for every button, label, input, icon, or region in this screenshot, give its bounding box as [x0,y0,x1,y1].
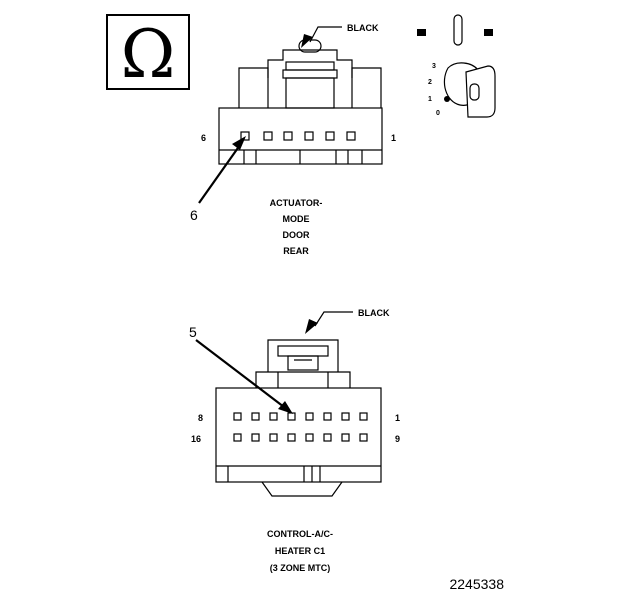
pin-cavity [251,433,260,442]
pin-cavity [240,131,250,141]
ignition-key-icon: 3 2 1 0 [417,14,496,118]
key-position-0: 0 [436,110,440,117]
ohmmeter-symbol: Ω [106,14,190,93]
pin-cavity [233,433,242,442]
pin-cavity [323,433,332,442]
pin-row [240,131,356,141]
connector-color-label: BLACK [347,23,379,33]
callout-arrowhead [232,136,246,150]
connector-body [215,387,382,483]
pin-cavity [341,412,350,421]
caption-line-4: REAR [283,246,309,256]
pin-cavity [283,131,293,141]
ohmmeter-frame [106,14,190,90]
pin-cavity [323,412,332,421]
key-slot-icon [453,14,463,46]
pin-cavity [359,412,368,421]
key-position-2: 2 [428,79,432,86]
latch-base [255,371,351,388]
caption-line-3: DOOR [283,230,311,240]
callout-arrowhead [278,401,293,414]
key-position-3: 3 [432,63,436,70]
row1-pin-right: 1 [395,413,400,423]
pin-cavity [269,412,278,421]
pin-cavity [287,433,296,442]
figure-number: 2245338 [449,576,504,592]
pin-number-left: 6 [201,133,206,143]
pin-cavity [269,433,278,442]
key-hole-icon [469,83,480,101]
caption-line-3: (3 ZONE MTC) [270,563,331,573]
pin-cavity [287,412,296,421]
left-shoulder [238,67,269,108]
key-blade-icon [465,65,496,118]
key-position-dot [444,96,450,102]
color-leader-arrow [301,34,313,48]
pin-cavity [305,412,314,421]
bottom-guide [261,481,343,497]
pin-number-right: 1 [391,133,396,143]
color-leader-line [314,311,353,327]
color-leader-arrow [305,319,318,334]
pin-cavity [305,433,314,442]
connector-color-label: BLACK [358,308,390,318]
pin-cavity [359,433,368,442]
keying-ribs [243,150,363,164]
pin-cavity [304,131,314,141]
latch-housing [267,339,339,372]
callout-arrow-line [195,339,285,408]
caption-line-2: MODE [283,214,310,224]
callout-arrow-line [198,144,241,204]
connector-hvac-control: BLACK [189,308,400,573]
callout-number: 6 [190,207,198,223]
pin-cavity [325,131,335,141]
pin-cavity [341,433,350,442]
off-marker-right [484,29,493,36]
latch-upper [285,61,335,71]
omega-icon: Ω [121,16,176,93]
latch-window [287,355,319,371]
pin-cavity [263,131,273,141]
pin-row-1 [233,412,368,421]
row2-pin-left: 16 [191,434,201,444]
off-marker-left [417,29,426,36]
latch-rail [282,69,338,79]
caption-line-1: CONTROL-A/C- [267,529,333,539]
callout-number: 5 [189,324,197,340]
key-position-1: 1 [428,96,432,103]
row2-pin-right: 9 [395,434,400,444]
right-shoulder [351,67,382,108]
latch-housing [267,49,353,78]
caption-line-1: ACTUATOR- [270,198,323,208]
row1-pin-left: 8 [198,413,203,423]
pin-cavity [233,412,242,421]
center-block [285,77,335,109]
latch-upper [277,345,329,357]
pin-cavity [346,131,356,141]
caption-line-2: HEATER C1 [275,546,325,556]
keying-ribs [227,466,321,482]
locking-tab [298,39,322,53]
connector-actuator: BLACK 6 1 6 ACTUAT [190,23,396,256]
pin-cavity [251,412,260,421]
pin-row-2 [233,433,368,442]
